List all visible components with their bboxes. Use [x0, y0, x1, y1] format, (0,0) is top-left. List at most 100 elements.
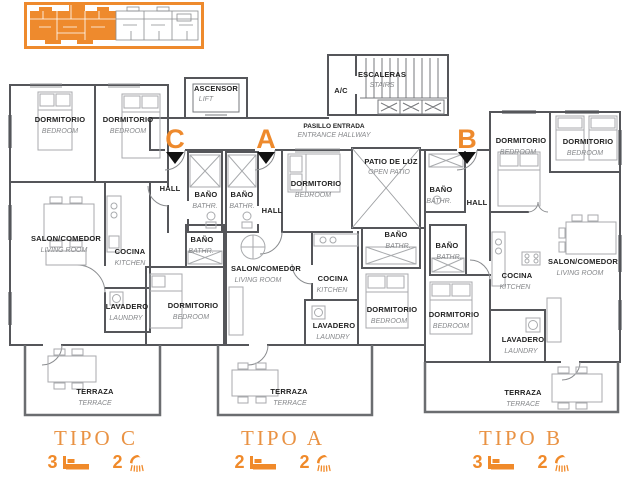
room-label: DORMITORIO [103, 115, 154, 124]
room-label: HALL [467, 198, 488, 207]
room-label: BEDROOM [500, 149, 536, 156]
escaleras-label-es: ESCALERAS [358, 70, 406, 79]
room-label: LIVING ROOM [235, 277, 282, 284]
room-label: COCINA [318, 274, 349, 283]
room-label: LAUNDRY [504, 348, 539, 355]
room-label: TERRAZA [76, 387, 114, 396]
room-label: DORMITORIO [429, 310, 480, 319]
room-label: TERRACE [273, 400, 307, 407]
bath-fixtures [187, 153, 465, 273]
bath-count: 2 [537, 452, 548, 472]
room-label: LAUNDRY [316, 334, 351, 341]
core-labels: ASCENSOR LIFT A/C ESCALERAS STAIRS PASIL… [194, 70, 418, 176]
room-label: DORMITORIO [563, 137, 614, 146]
kitchen-fixtures [106, 195, 541, 287]
room-label: BATHR. [192, 203, 217, 210]
stair-treads [360, 58, 448, 99]
room-label: BATHR. [229, 203, 254, 210]
room-label: BEDROOM [295, 192, 331, 199]
walls-unit-b [424, 111, 621, 363]
room-label: BAÑO [191, 235, 214, 244]
walls [9, 54, 621, 363]
pasillo-label-es: PASILLO ENTRADA [303, 123, 365, 130]
room-label: KITCHEN [317, 287, 349, 294]
room-label: HALL [262, 206, 283, 215]
bed-count: 3 [472, 452, 483, 472]
room-label: TERRACE [78, 400, 112, 407]
room-label: BEDROOM [567, 150, 603, 157]
marker-arrow-a [257, 152, 275, 164]
room-label: TERRAZA [504, 388, 542, 397]
room-label: TERRAZA [270, 387, 308, 396]
terrace-walls [23, 345, 620, 417]
furniture [37, 91, 618, 410]
overview-highlighted-units [30, 5, 116, 44]
marker-arrow-c [166, 152, 184, 164]
overview-plan-drawing [30, 5, 199, 44]
tables-and-sofas [43, 196, 617, 410]
stairs-and-lift-details [192, 58, 448, 116]
bed-icon [62, 455, 89, 469]
room-label: KITCHEN [500, 284, 532, 291]
meter-boxes [377, 99, 445, 115]
room-label: BATHR. [385, 243, 410, 250]
walls-unit-a [225, 147, 426, 346]
laundry-machines [109, 291, 541, 333]
bed-count: 3 [47, 452, 58, 472]
escaleras-label-en: STAIRS [370, 82, 395, 89]
walls-corridor [149, 117, 491, 151]
room-label: BEDROOM [433, 323, 469, 330]
room-label: BAÑO [430, 185, 453, 194]
patio-label-en: OPEN PATIO [368, 169, 410, 176]
room-label: DORMITORIO [35, 115, 86, 124]
unit-marker-b: B [457, 124, 477, 154]
room-label: DORMITORIO [496, 136, 547, 145]
legend-title: TIPO B [479, 426, 563, 450]
room-label: COCINA [115, 247, 146, 256]
room-label: LAVADERO [502, 335, 545, 344]
room-label: BEDROOM [371, 318, 407, 325]
walls-core [184, 54, 449, 119]
room-label: TERRACE [506, 401, 540, 408]
room-label: BATHR. [436, 254, 461, 261]
legend-title: TIPO A [241, 426, 325, 450]
room-label: LAVADERO [106, 302, 149, 311]
marker-arrow-b [458, 152, 476, 164]
bed-icon [249, 455, 276, 469]
lift-cab [192, 83, 240, 116]
room-label: BAÑO [436, 241, 459, 250]
room-label: LAVADERO [313, 321, 356, 330]
unit-marker-c: C [165, 124, 185, 154]
ascensor-label-es: ASCENSOR [194, 84, 238, 93]
overview-plan [24, 2, 204, 49]
room-label: SALON/COMEDOR [31, 234, 101, 243]
legend-title: TIPO C [54, 426, 138, 450]
bath-count: 2 [112, 452, 123, 472]
beds [37, 91, 618, 335]
room-label: BEDROOM [173, 314, 209, 321]
room-label: BAÑO [231, 190, 254, 199]
door-arcs [41, 149, 581, 381]
shower-icon [316, 454, 331, 472]
room-label: BATHR. [188, 248, 213, 255]
room-label: DORMITORIO [168, 301, 219, 310]
room-label: BAÑO [195, 190, 218, 199]
overview-room-lines-left [30, 5, 116, 40]
room-label: DORMITORIO [367, 305, 418, 314]
room-label: COCINA [502, 271, 533, 280]
overview-room-lines-right [115, 6, 199, 41]
unit-b-labels: BAÑO BATHR. HALL BAÑO BATHR. DORMITORIO … [426, 136, 618, 408]
patio-label-es: PATIO DE LUZ [364, 157, 418, 166]
unit-a-labels: BAÑO BATHR. HALL DORMITORIO BEDROOM BAÑO… [229, 179, 417, 407]
ac-label: A/C [334, 86, 348, 95]
room-label: HALL [160, 184, 181, 193]
legend-tipo-b: TIPO B 3 2 [436, 426, 606, 473]
room-label: DORMITORIO [291, 179, 342, 188]
room-label: BEDROOM [110, 128, 146, 135]
room-label: SALON/COMEDOR [231, 264, 301, 273]
room-label: BEDROOM [42, 128, 78, 135]
room-label: LIVING ROOM [557, 270, 604, 277]
unit-markers: C A B [165, 124, 477, 164]
shower-icon [554, 454, 569, 472]
